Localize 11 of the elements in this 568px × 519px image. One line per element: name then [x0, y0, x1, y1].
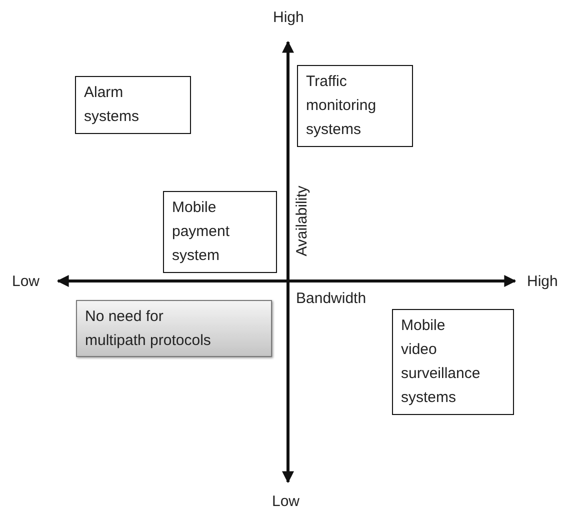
- axis-end-label: High: [273, 9, 304, 27]
- axis-title: Availability: [293, 186, 312, 256]
- text-box: Traffic monitoring systems: [297, 65, 413, 147]
- axis-title: Bandwidth: [296, 290, 366, 308]
- text-box: Alarm systems: [75, 76, 191, 134]
- text-box: Mobile video surveillance systems: [392, 309, 514, 415]
- axis-end-label: Low: [12, 273, 40, 291]
- axis-end-label: Low: [272, 493, 300, 511]
- shaded-text-box: No need for multipath protocols: [76, 300, 272, 357]
- text-box: Mobile payment system: [163, 191, 277, 273]
- axis-end-label: High: [527, 273, 558, 291]
